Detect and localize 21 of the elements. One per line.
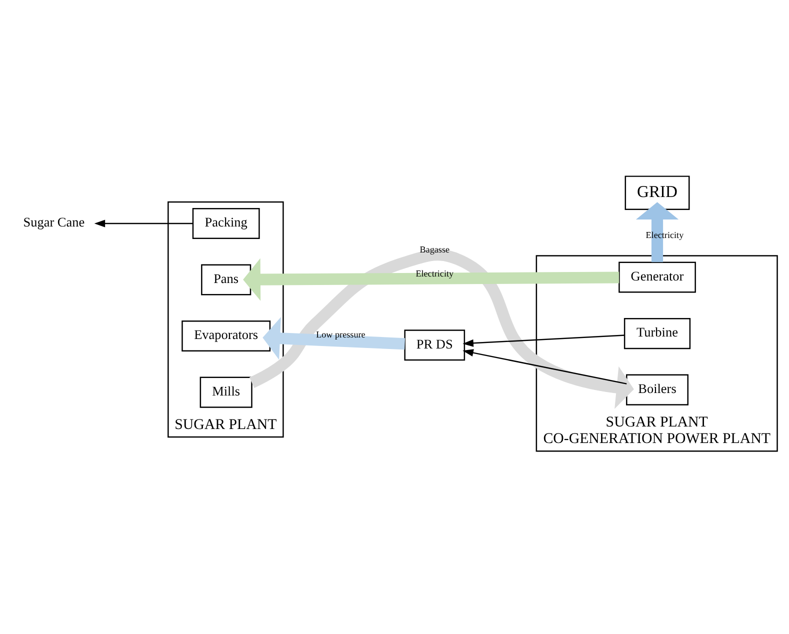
node-box: Pans: [201, 264, 252, 296]
arrow: [462, 349, 627, 384]
node-text: Sugar Cane: [23, 214, 85, 230]
node-box: Mills: [200, 376, 252, 408]
edge-label: Low pressure: [316, 330, 366, 340]
node-box: Evaporators: [182, 320, 271, 352]
arrow: [636, 202, 679, 262]
node-box: Generator: [618, 262, 696, 293]
node-box: GRID: [624, 176, 690, 210]
arrow: [243, 258, 620, 301]
arrow: [262, 317, 406, 360]
arrow: [94, 220, 193, 228]
edge-label: Electricity: [646, 230, 684, 240]
node-box: PR DS: [404, 330, 466, 361]
arrow: [249, 249, 634, 409]
node-box: Packing: [192, 208, 260, 239]
arrow: [462, 334, 625, 347]
node-box: Turbine: [624, 318, 691, 350]
edge-label: Bagasse: [420, 244, 450, 254]
edge-label: Electricity: [416, 268, 454, 278]
node-box: Boilers: [626, 374, 688, 406]
